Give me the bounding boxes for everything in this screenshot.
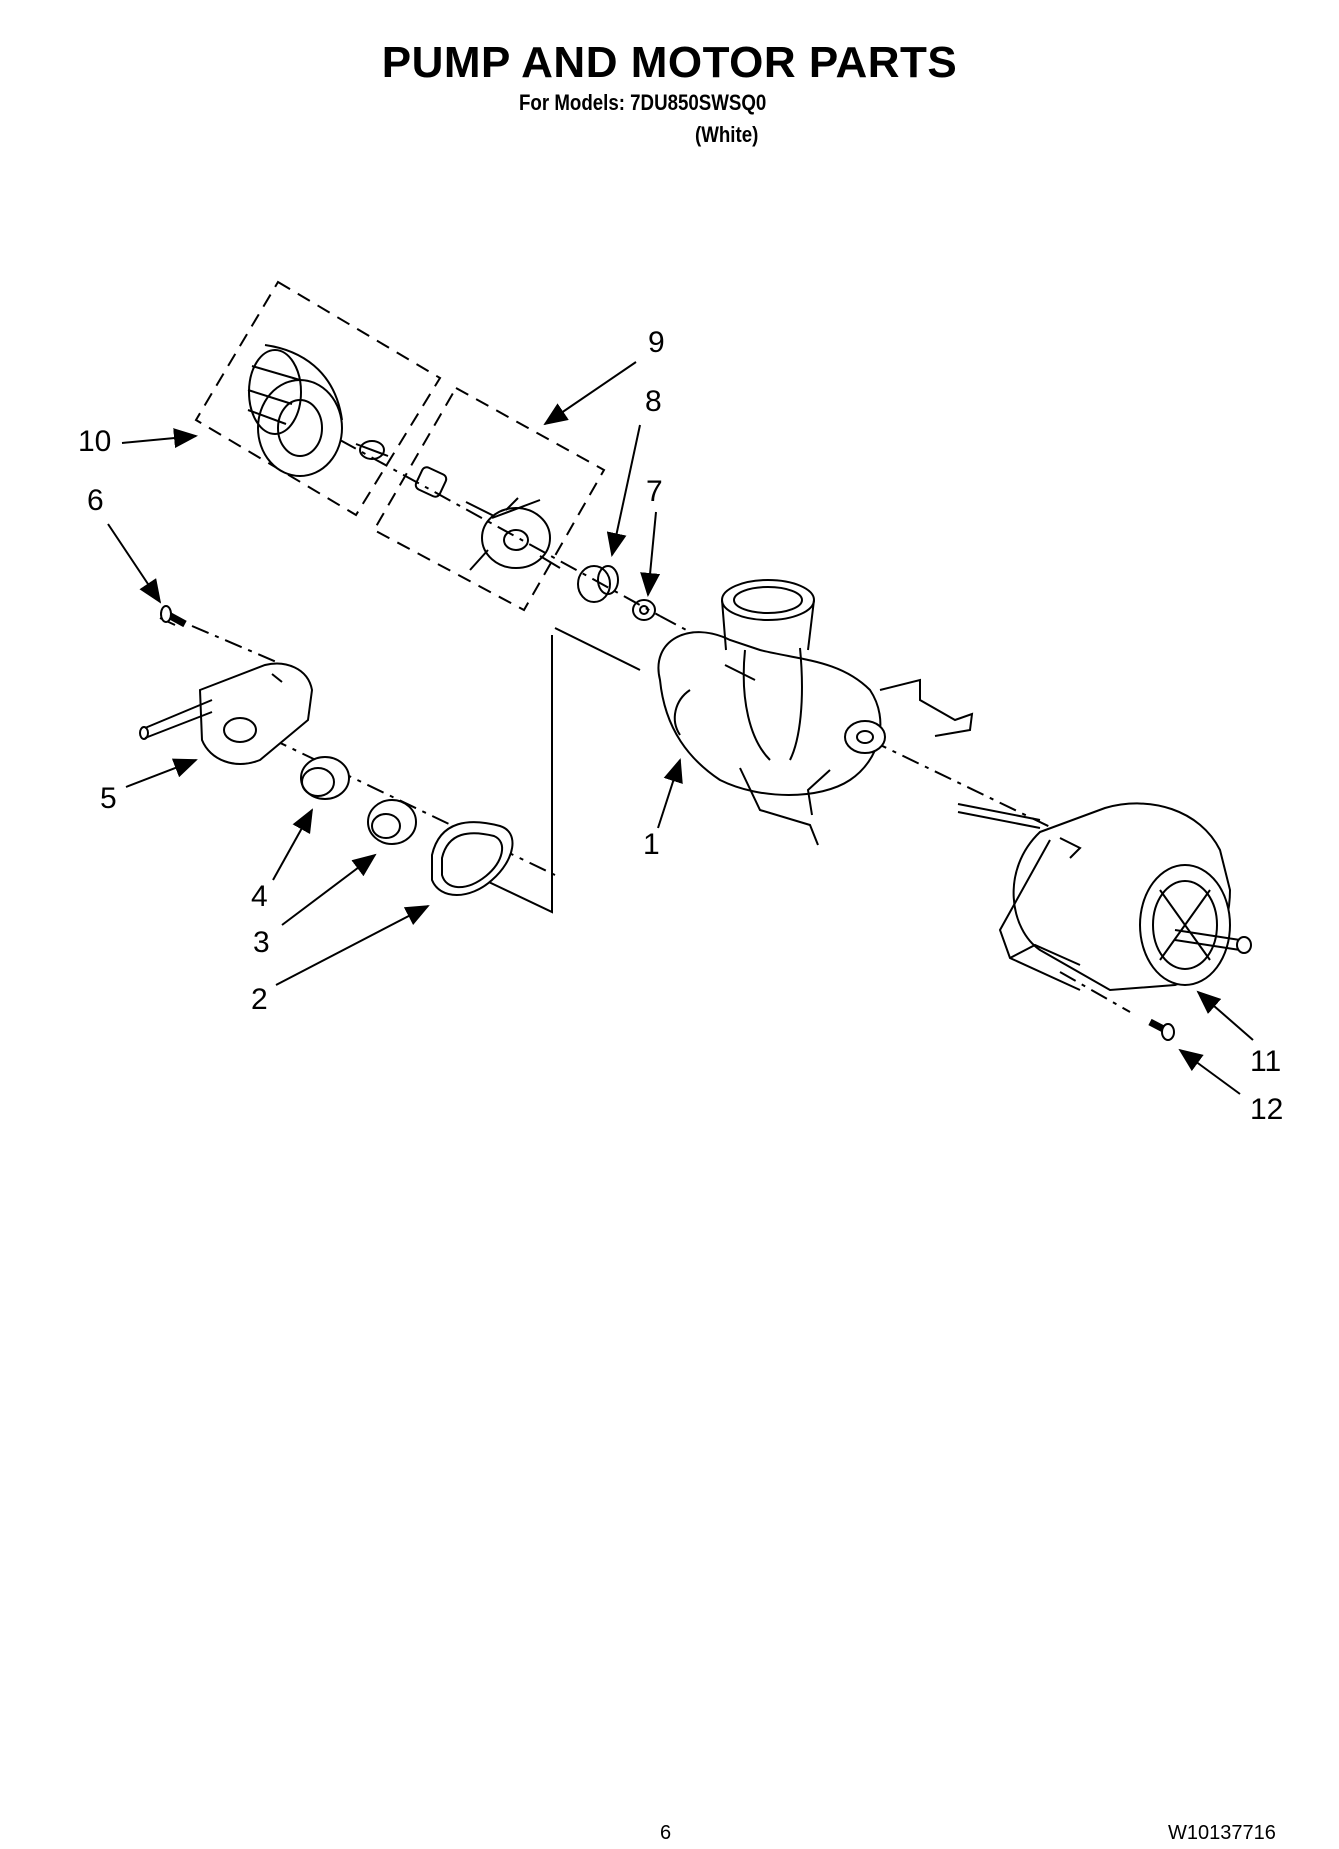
callout-12: 12	[1250, 1093, 1284, 1126]
callout-10: 10	[78, 425, 112, 458]
leader-1	[657, 758, 683, 829]
leader-5	[125, 758, 198, 788]
part-clip	[355, 440, 389, 460]
leader-9	[543, 361, 637, 426]
part-4-ring	[300, 756, 350, 800]
callout-5: 5	[100, 782, 117, 815]
leader-12	[1178, 1048, 1241, 1095]
callout-7: 7	[646, 475, 663, 508]
callout-3: 3	[253, 926, 270, 959]
callout-6: 6	[87, 484, 104, 517]
leader-2	[275, 905, 430, 986]
group-box-9	[372, 386, 606, 612]
leader-7	[640, 511, 661, 597]
part-8-seal	[577, 565, 619, 603]
leader-8	[606, 424, 641, 557]
callout-4: 4	[251, 880, 268, 913]
group-box-10	[194, 280, 442, 517]
color-line: (White)	[695, 122, 759, 147]
leader-11	[1196, 990, 1254, 1041]
callout-9: 9	[648, 326, 665, 359]
callout-2: 2	[251, 983, 268, 1016]
part-2-gasket	[431, 821, 514, 896]
part-11-motor	[957, 802, 1252, 992]
part-3-seal	[367, 799, 417, 845]
page-title: PUMP AND MOTOR PARTS	[381, 38, 958, 87]
models-line: For Models: 7DU850SWSQ0	[519, 90, 767, 115]
part-6-screw	[160, 605, 187, 628]
part-12-screw	[1148, 1018, 1175, 1041]
bracket-line	[473, 635, 553, 914]
part-10-drum	[247, 344, 343, 477]
callout-11: 11	[1250, 1045, 1282, 1078]
callout-1: 1	[643, 828, 660, 861]
part-9-impeller	[414, 466, 561, 571]
part-1-pump-housing	[657, 579, 974, 846]
leader-3	[281, 853, 377, 926]
leader-10	[121, 428, 198, 449]
leader-4	[272, 808, 313, 881]
document-number: W10137716	[1168, 1822, 1276, 1844]
part-5-cover	[139, 662, 314, 765]
page-number: 6	[660, 1822, 672, 1844]
leader-6	[107, 523, 162, 604]
callout-8: 8	[645, 385, 662, 418]
